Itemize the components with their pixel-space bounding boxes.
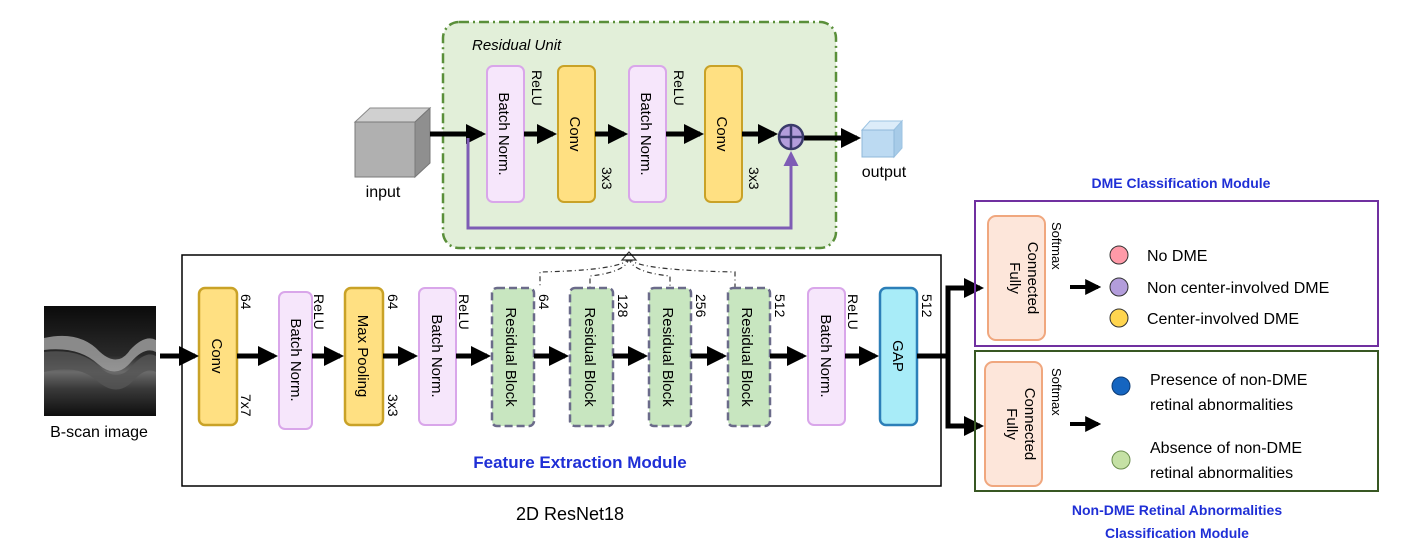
addition-icon (777, 123, 805, 151)
bscan-caption: B-scan image (50, 424, 148, 441)
nondme-class-1-dot (1111, 450, 1131, 470)
fe-maxpool-kernel: 3x3 (385, 394, 401, 417)
nondme-fc-block (984, 361, 1043, 487)
fe-residual-block-2-channels: 128 (615, 294, 631, 318)
nondme-module-frame (974, 350, 1379, 492)
fe-batchnorm-2-label: Batch Norm. (428, 314, 445, 397)
dme-module-frame (974, 200, 1379, 347)
residual-unit-title: Residual Unit (472, 37, 562, 54)
nondme-class-0-dot (1111, 376, 1131, 396)
input-cube-icon (353, 106, 432, 179)
dme-class-1-label: Non center-involved DME (1147, 280, 1329, 297)
dme-fc-line2: Connected (1024, 242, 1041, 315)
feature-extraction-title: Feature Extraction Module (473, 453, 686, 472)
fe-conv-label: Conv (208, 338, 225, 374)
fe-residual-block-3-channels: 256 (693, 294, 709, 318)
dme-class-2-dot (1109, 308, 1129, 328)
nondme-fc-line1: Fully (1003, 408, 1020, 440)
dme-fc-line1: Fully (1006, 262, 1023, 294)
fe-residual-block-3-label: Residual Block (659, 307, 676, 407)
residual-unit: Residual Unit input output Batch Norm. R… (353, 20, 907, 250)
input-label: input (366, 184, 401, 201)
ru-conv-2-kernel: 3x3 (746, 167, 762, 190)
fe-conv-kernel: 7x7 (238, 394, 254, 417)
network-caption: 2D ResNet18 (516, 504, 624, 524)
ru-relu-1: ReLU (529, 70, 545, 106)
dme-class-0-dot (1109, 245, 1129, 265)
nondme-class-1-line2: retinal abnormalities (1150, 465, 1293, 482)
nondme-class-1-line1: Absence of non-DME (1150, 440, 1302, 457)
fe-batchnorm-3-label: Batch Norm. (817, 314, 834, 397)
fe-residual-block-1-channels: 64 (536, 294, 552, 310)
nondme-classification-module: Fully Connected Softmax Presence of non-… (974, 350, 1379, 541)
fe-maxpool-label: Max Pooling (354, 315, 371, 398)
fe-residual-block-4-label: Residual Block (738, 307, 755, 407)
dme-fc-block (987, 215, 1046, 341)
bscan-image (44, 306, 156, 416)
ru-batchnorm-1-label: Batch Norm. (495, 92, 512, 175)
fe-relu-2: ReLU (456, 294, 472, 330)
fe-maxpool-channels: 64 (385, 294, 401, 310)
dme-module-title: DME Classification Module (1092, 175, 1271, 191)
feature-extraction-module: Feature Extraction Module Conv 64 7x7 Ba… (160, 254, 942, 487)
fe-gap-label: GAP (889, 340, 906, 372)
fe-residual-block-2-label: Residual Block (581, 307, 598, 407)
nondme-class-0-line2: retinal abnormalities (1150, 397, 1293, 414)
ru-relu-2: ReLU (671, 70, 687, 106)
dme-class-0-label: No DME (1147, 248, 1207, 265)
branch-arrows (917, 278, 984, 436)
nondme-softmax: Softmax (1049, 368, 1064, 416)
dme-class-2-label: Center-involved DME (1147, 311, 1299, 328)
fe-residual-block-2 (568, 286, 615, 428)
dme-classification-module: DME Classification Module Fully Connecte… (974, 175, 1379, 347)
skip-connection (466, 138, 799, 230)
fe-relu-1: ReLU (311, 294, 327, 330)
fe-gap-channels: 512 (919, 294, 935, 318)
ru-batchnorm-2-label: Batch Norm. (637, 92, 654, 175)
output-cube-icon (860, 119, 904, 159)
ru-conv-2-label: Conv (713, 116, 730, 152)
ru-arrows (430, 124, 861, 148)
fe-residual-block-1-label: Residual Block (502, 307, 519, 407)
output-label: output (862, 164, 907, 181)
ru-conv-1-kernel: 3x3 (599, 167, 615, 190)
connector-caret (620, 251, 638, 261)
fe-residual-block-4-channels: 512 (772, 294, 788, 318)
feature-extraction-frame (181, 254, 942, 487)
residual-block-connectors (539, 257, 736, 288)
nondme-module-title-line1: Non-DME Retinal Abnormalities (1072, 502, 1282, 518)
ru-conv-1-label: Conv (566, 116, 583, 152)
dme-softmax: Softmax (1049, 222, 1064, 270)
nondme-module-title-line2: Classification Module (1105, 525, 1249, 541)
fe-batchnorm-1-label: Batch Norm. (287, 318, 304, 401)
fe-batchnorm-1-block (278, 291, 313, 430)
nondme-class-0-line1: Presence of non-DME (1150, 372, 1307, 389)
fe-relu-3: ReLU (845, 294, 861, 330)
nondme-fc-line2: Connected (1021, 388, 1038, 461)
dme-class-1-dot (1109, 277, 1129, 297)
fe-conv-channels: 64 (238, 294, 254, 310)
